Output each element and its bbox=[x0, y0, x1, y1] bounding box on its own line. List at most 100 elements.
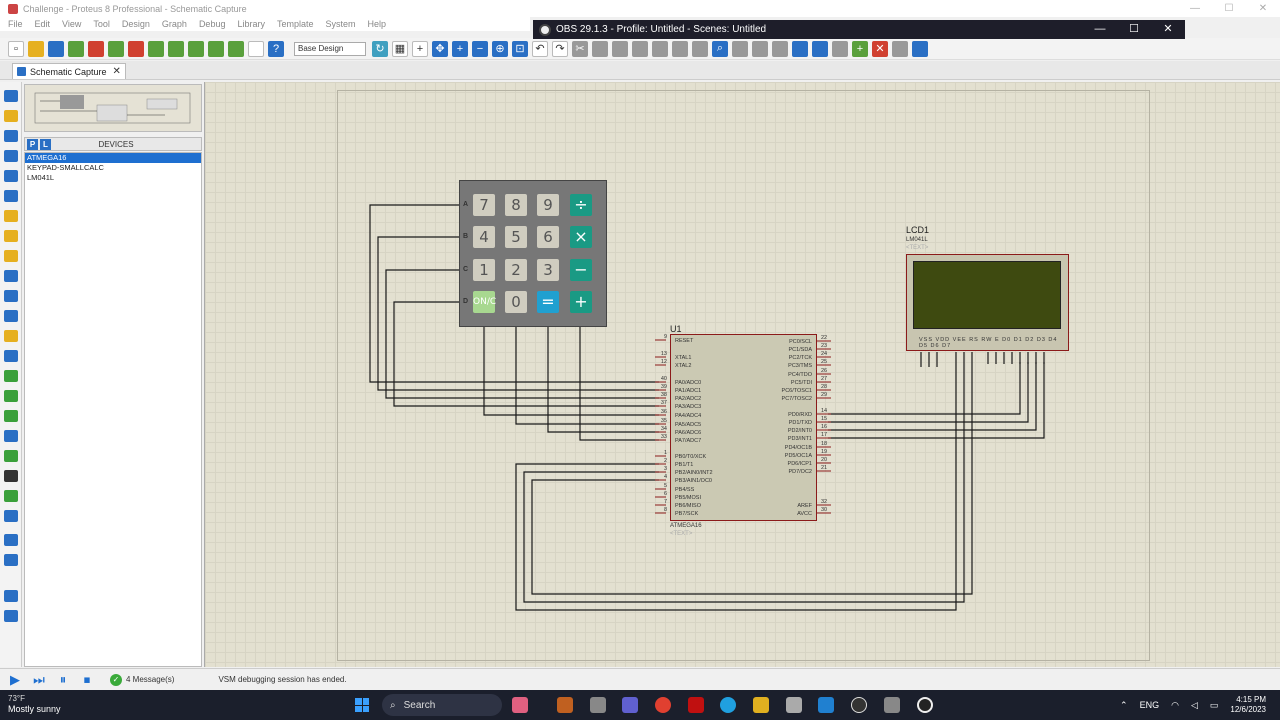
design-select[interactable]: Base Design bbox=[294, 41, 366, 56]
maximize-button[interactable]: ☐ bbox=[1224, 3, 1234, 14]
block-delete-icon[interactable] bbox=[692, 40, 708, 57]
remove-sheet-icon[interactable]: ✕ bbox=[872, 40, 888, 57]
taskbar-teams-icon[interactable] bbox=[622, 697, 638, 713]
save-icon[interactable] bbox=[48, 40, 64, 57]
design-explorer-icon[interactable] bbox=[188, 40, 204, 57]
graph-icon[interactable] bbox=[4, 270, 18, 282]
help-icon[interactable]: ? bbox=[268, 40, 284, 57]
pan-icon[interactable]: ✥ bbox=[432, 40, 448, 57]
key-plus[interactable]: + bbox=[570, 291, 592, 313]
menu-design[interactable]: Design bbox=[121, 19, 150, 29]
key-1[interactable]: 1 bbox=[473, 259, 495, 281]
key-4[interactable]: 4 bbox=[473, 226, 495, 248]
obs-minimize-button[interactable]: — bbox=[1094, 23, 1106, 35]
notes-icon[interactable] bbox=[248, 40, 264, 57]
obs-close-button[interactable]: ✕ bbox=[1163, 23, 1173, 35]
language-indicator[interactable]: ENG bbox=[1139, 700, 1160, 710]
marker-icon[interactable] bbox=[4, 510, 18, 522]
play-icon[interactable]: ▶ bbox=[10, 671, 20, 687]
pin-icon[interactable] bbox=[4, 250, 18, 262]
mirror-vertical-icon[interactable] bbox=[4, 610, 18, 622]
origin-icon[interactable]: + bbox=[412, 40, 428, 57]
3d-icon[interactable] bbox=[148, 40, 164, 57]
taskbar-file-icon[interactable] bbox=[590, 697, 606, 713]
tab-close-icon[interactable]: ✕ bbox=[112, 66, 121, 77]
device-item[interactable]: LM041L bbox=[27, 173, 55, 182]
mirror-horizontal-icon[interactable] bbox=[4, 590, 18, 602]
buses-icon[interactable] bbox=[4, 190, 18, 202]
pause-icon[interactable]: ⏸ bbox=[59, 671, 67, 687]
key-8[interactable]: 8 bbox=[505, 194, 527, 216]
taskbar-app-icon[interactable] bbox=[786, 697, 802, 713]
text-script-icon[interactable] bbox=[4, 170, 18, 182]
menu-tool[interactable]: Tool bbox=[93, 19, 110, 29]
taskbar-obs-icon[interactable] bbox=[917, 697, 933, 713]
menu-file[interactable]: File bbox=[8, 19, 23, 29]
new-file-icon[interactable]: ▫ bbox=[8, 40, 24, 57]
new-sheet-icon[interactable]: + bbox=[852, 40, 868, 57]
weather-widget[interactable]: 73°F Mostly sunny bbox=[8, 693, 61, 715]
zoom-in-icon[interactable]: + bbox=[452, 40, 468, 57]
terminals-icon[interactable] bbox=[4, 230, 18, 242]
line-icon[interactable] bbox=[4, 370, 18, 382]
tape-recorder-icon[interactable] bbox=[4, 290, 18, 302]
paste-icon[interactable] bbox=[612, 40, 628, 57]
taskbar-vscode-icon[interactable] bbox=[818, 697, 834, 713]
key-9[interactable]: 9 bbox=[537, 194, 559, 216]
zoom-area-icon[interactable]: ⊡ bbox=[512, 40, 528, 57]
device-item[interactable]: KEYPAD-SMALLCALC bbox=[27, 163, 104, 172]
key-multiply[interactable]: × bbox=[570, 226, 592, 248]
menu-graph[interactable]: Graph bbox=[161, 19, 187, 29]
menu-debug[interactable]: Debug bbox=[198, 19, 226, 29]
grid-icon[interactable]: ▦ bbox=[392, 40, 408, 57]
wire-autorouter-icon[interactable] bbox=[792, 40, 808, 57]
taskbar-app-icon[interactable] bbox=[557, 697, 573, 713]
rotate-ccw-icon[interactable] bbox=[4, 554, 18, 566]
tray-chevron-icon[interactable]: ⌃ bbox=[1120, 699, 1128, 710]
zoom-out-icon[interactable]: − bbox=[472, 40, 488, 57]
taskbar-chrome-icon[interactable] bbox=[655, 697, 671, 713]
key-divide[interactable]: ÷ bbox=[570, 194, 592, 216]
property-assignment-icon[interactable] bbox=[832, 40, 848, 57]
lm041l-lcd-component[interactable]: VSS VDD VEE RS RW E D0 D1 D2 D3 D4 D5 D6… bbox=[906, 254, 1069, 351]
taskbar-explorer-icon[interactable] bbox=[753, 697, 769, 713]
wire-label-icon[interactable] bbox=[4, 150, 18, 162]
source-code-icon[interactable] bbox=[228, 40, 244, 57]
menu-help[interactable]: Help bbox=[367, 19, 387, 29]
obs-window-titlebar[interactable]: OBS 29.1.3 - Profile: Untitled - Scenes:… bbox=[533, 20, 1185, 39]
taskbar-app-icon[interactable] bbox=[512, 697, 528, 713]
pick-device-icon[interactable]: ⌕ bbox=[712, 40, 728, 57]
arc-icon[interactable] bbox=[4, 430, 18, 442]
close-button[interactable]: ✕ bbox=[1258, 3, 1268, 14]
messages-indicator[interactable]: ✓ 4 Message(s) bbox=[110, 673, 174, 686]
import-icon[interactable] bbox=[68, 40, 84, 57]
key-on-clear[interactable]: ON/C bbox=[473, 291, 496, 313]
electrical-rule-check-icon[interactable] bbox=[912, 40, 928, 57]
menu-view[interactable]: View bbox=[62, 19, 82, 29]
key-2[interactable]: 2 bbox=[505, 259, 527, 281]
box-icon[interactable] bbox=[4, 390, 18, 402]
wifi-icon[interactable]: ◠ bbox=[1171, 699, 1179, 710]
menu-library[interactable]: Library bbox=[237, 19, 265, 29]
pcb-icon[interactable] bbox=[128, 40, 144, 57]
block-move-icon[interactable] bbox=[652, 40, 668, 57]
menu-system[interactable]: System bbox=[325, 19, 356, 29]
text-icon[interactable] bbox=[4, 470, 18, 482]
windows-start-icon[interactable] bbox=[355, 698, 369, 712]
taskbar-edge-icon[interactable] bbox=[720, 697, 736, 713]
probe-icon[interactable] bbox=[4, 330, 18, 342]
selection-mode-icon[interactable] bbox=[4, 90, 18, 102]
menu-edit[interactable]: Edit bbox=[34, 19, 51, 29]
key-0[interactable]: 0 bbox=[505, 291, 527, 313]
stop-icon[interactable]: ⏹ bbox=[83, 671, 91, 687]
key-equals[interactable]: = bbox=[537, 291, 559, 313]
path-icon[interactable] bbox=[4, 450, 18, 462]
taskbar-app-icon[interactable] bbox=[688, 697, 704, 713]
obs-maximize-button[interactable]: ☐ bbox=[1129, 23, 1139, 35]
search-tag-icon[interactable] bbox=[812, 40, 828, 57]
key-6[interactable]: 6 bbox=[537, 226, 559, 248]
decompose-icon[interactable] bbox=[772, 40, 788, 57]
taskbar-search[interactable]: ⌕ Search bbox=[382, 694, 502, 716]
home-icon[interactable] bbox=[88, 40, 104, 57]
overview-window[interactable] bbox=[24, 84, 202, 132]
